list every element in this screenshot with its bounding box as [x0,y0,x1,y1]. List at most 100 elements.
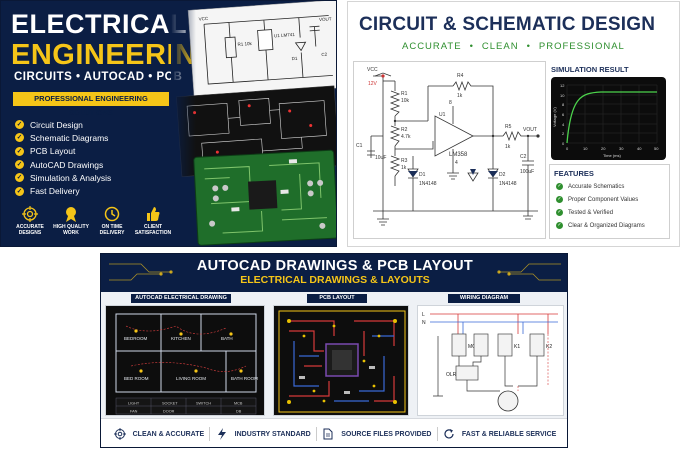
check-icon: ✓ [15,146,24,156]
wiring-diagram-drawing: L N MCB K1 K2 OLR M [422,312,558,412]
room-label: BEDROOM [124,336,148,341]
schematic-label: VOUT [319,16,332,22]
section-title: PCB LAYOUT [307,294,367,303]
badge-label: CLIENT SATISFACTION [134,224,172,236]
room-label: BATH [221,336,233,341]
feature-label: Accurate Schematics [568,183,625,190]
circuit-label: R1 [401,91,408,97]
floor-plan-drawing: BEDROOM KITCHEN BATH BED ROOM LIVING ROO… [115,313,258,415]
circuit-label: VCC [367,67,378,73]
x-axis-label: Time (ms) [603,153,622,158]
check-icon: ✓ [15,120,24,130]
circuit-schematic-card[interactable]: CIRCUIT & SCHEMATIC DESIGN ACCURATE• CLE… [347,1,680,247]
footer-divider [315,427,317,441]
refresh-icon [444,429,454,439]
legend-label: LIGHT [128,402,140,406]
service-item: ✓ Simulation & Analysis [15,171,111,184]
schematic-sheet: VCC R1 10k U1 LM741 VOUT D1 C2 [187,1,336,99]
lightning-icon [217,428,226,440]
legend-label: DB [236,410,242,414]
services-list: ✓Circuit Design ✓Schematic Diagrams ✓PCB… [15,118,111,198]
schematic-label: R1 10k [237,41,252,47]
legend-label: SOCKET [162,402,178,406]
service-label: Simulation & Analysis [30,172,112,183]
x-tick: 40 [637,146,642,151]
footer-label: INDUSTRY STANDARD [234,430,311,438]
section-title: WIRING DIAGRAM [448,294,520,303]
electrical-engineering-card[interactable]: ELECTRICAL ENGINEERING CIRCUITS • AUTOCA… [0,0,337,247]
circuit-label: 10k [401,98,410,104]
service-item: ✓Schematic Diagrams [15,131,111,144]
circuit-label: D2 [499,172,506,178]
y-tick: 2 [562,131,565,136]
y-tick: 0 [562,141,565,146]
room-label: BATH ROOM [231,376,258,381]
circuit-label: 1k [505,144,511,150]
wiring-label: OLR [446,372,457,378]
service-item: ✓Circuit Design [15,118,111,131]
features-list: ✓Accurate Schematics ✓Proper Component V… [556,180,645,232]
legend-label: FAN [130,410,138,414]
service-label: AutoCAD Drawings [30,159,104,170]
wiring-diagram-view: L N MCB K1 K2 OLR M [417,305,564,416]
service-item: ✓PCB Layout [15,145,111,158]
drawings-area: AUTOCAD ELECTRICAL DRAWING BEDROOM KITCH… [101,292,567,418]
tag: ACCURATE [402,41,462,52]
pcb-layout-drawing [278,310,406,413]
schematic-label: VCC [198,16,209,22]
circuit-label: 1k [457,93,463,99]
autocad-floor-plan: BEDROOM KITCHEN BATH BED ROOM LIVING ROO… [105,305,265,416]
room-label: BED ROOM [124,376,149,381]
y-tick: 6 [562,112,565,117]
footer-divider [209,427,211,441]
feature-item: ✓Clear & Organized Diagrams [556,219,645,232]
section-title: AUTOCAD ELECTRICAL DRAWING [131,294,231,303]
circuit-label: LM358 [449,152,468,158]
wiring-label: N [422,320,426,326]
y-tick: 10 [560,93,565,98]
circuit-label: R2 [401,127,408,133]
check-icon: ✓ [15,133,24,143]
badge-label: HIGH QUALITY WORK [53,224,89,236]
service-item: ✓Fast Delivery [15,184,111,197]
y-tick: 8 [562,102,565,107]
autocad-pcb-card[interactable]: AUTOCAD DRAWINGS & PCB LAYOUT ELECTRICAL… [100,253,568,448]
check-icon: ✓ [15,186,24,196]
features-frame [549,164,670,239]
room-label: KITCHEN [171,336,191,341]
circuit-label: 100uF [520,169,534,175]
tagline: ACCURATE• CLEAN• PROFESSIONAL [402,41,625,52]
circuit-schematic: VCC 12V R1 10k R2 4.7k R3 1k R4 1k R5 1k… [356,67,540,226]
feature-label: Proper Component Values [568,196,639,203]
legend-label: MCB [234,402,243,406]
x-tick: 10 [583,146,588,151]
wiring-label: K1 [514,344,520,350]
circuit-label: C1 [356,143,363,149]
y-tick: 12 [560,83,565,88]
target-icon [113,428,126,440]
circuit-label: 1N4148 [419,181,437,187]
footer-bar: CLEAN & ACCURATE INDUSTRY STANDARD SOURC… [101,418,567,447]
target-icon [22,206,38,222]
clock-icon [104,206,120,222]
footer-divider [436,427,438,441]
footer-label: FAST & RELIABLE SERVICE [461,430,557,438]
simulation-title: SIMULATION RESULT [551,65,629,74]
badge-on-time: ON TIME DELIVERY [93,206,131,236]
check-icon: ✓ [15,173,24,183]
badge-label: ACCURATE DESIGNS [16,224,44,236]
footer-item: INDUSTRY STANDARD [216,428,311,440]
pcb-board [193,149,336,246]
circuit-label: C2 [520,154,527,160]
circuit-label: U1 [439,112,446,118]
card-subtitle: CIRCUITS • AUTOCAD • PCB [14,71,183,83]
y-axis-label: Voltage (V) [552,107,557,127]
circuit-label: 12V [368,81,378,87]
x-tick: 0 [566,146,569,151]
badge-label: ON TIME DELIVERY [99,224,125,236]
wiring-label: L [422,312,425,318]
circuit-label: 4.7k [401,134,411,140]
badge-accurate-designs: ACCURATE DESIGNS [11,206,49,236]
schematic-label: U1 LM741 [274,32,296,38]
footer-label: CLEAN & ACCURATE [132,430,205,438]
